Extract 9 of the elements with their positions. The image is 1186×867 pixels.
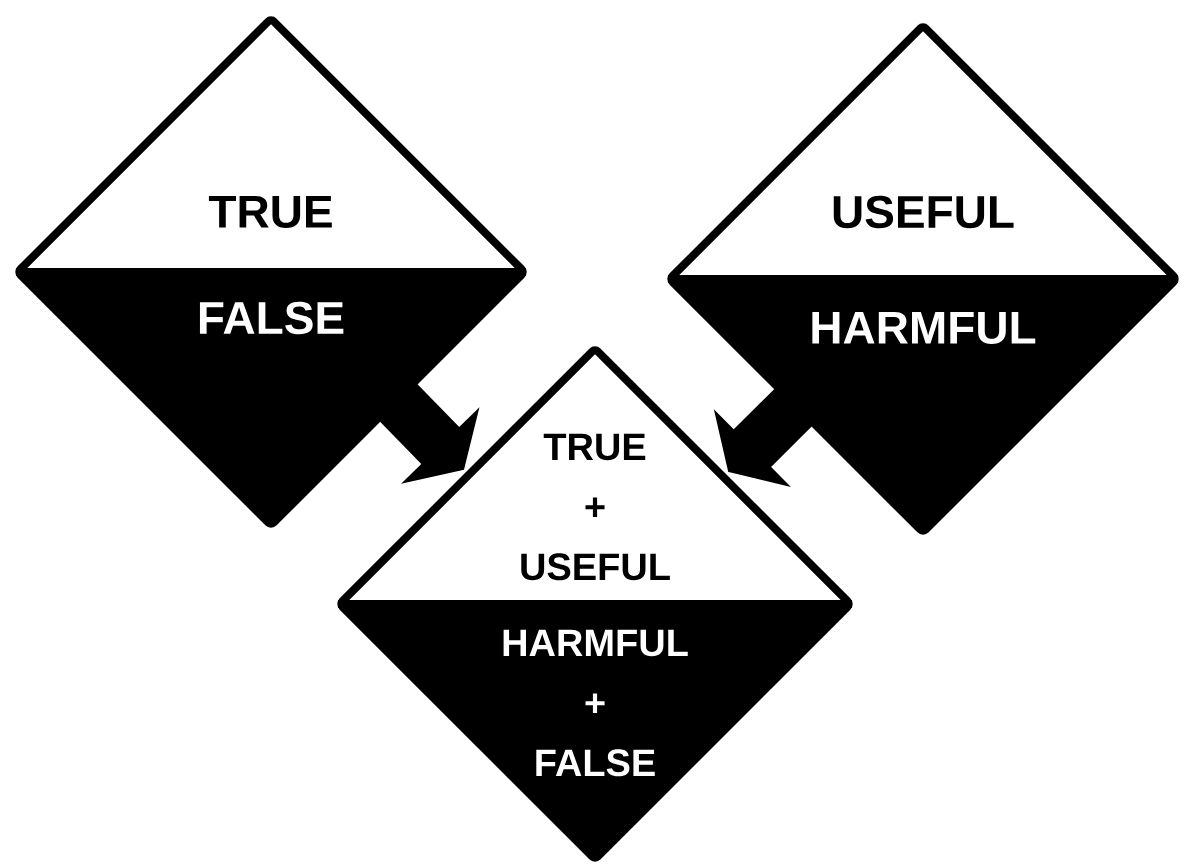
diamond-label: FALSE <box>199 301 344 335</box>
diamond-label: HARMFUL + FALSE <box>503 629 688 777</box>
diamond-label: HARMFUL <box>812 311 1036 345</box>
diamond-label: TRUE + USEFUL <box>521 433 670 581</box>
diamond-label: TRUE <box>208 195 332 229</box>
split-diamond <box>337 346 853 862</box>
split-diamond <box>15 16 527 528</box>
diamond-label: USEFUL <box>833 195 1014 229</box>
split-diamond <box>667 23 1179 535</box>
